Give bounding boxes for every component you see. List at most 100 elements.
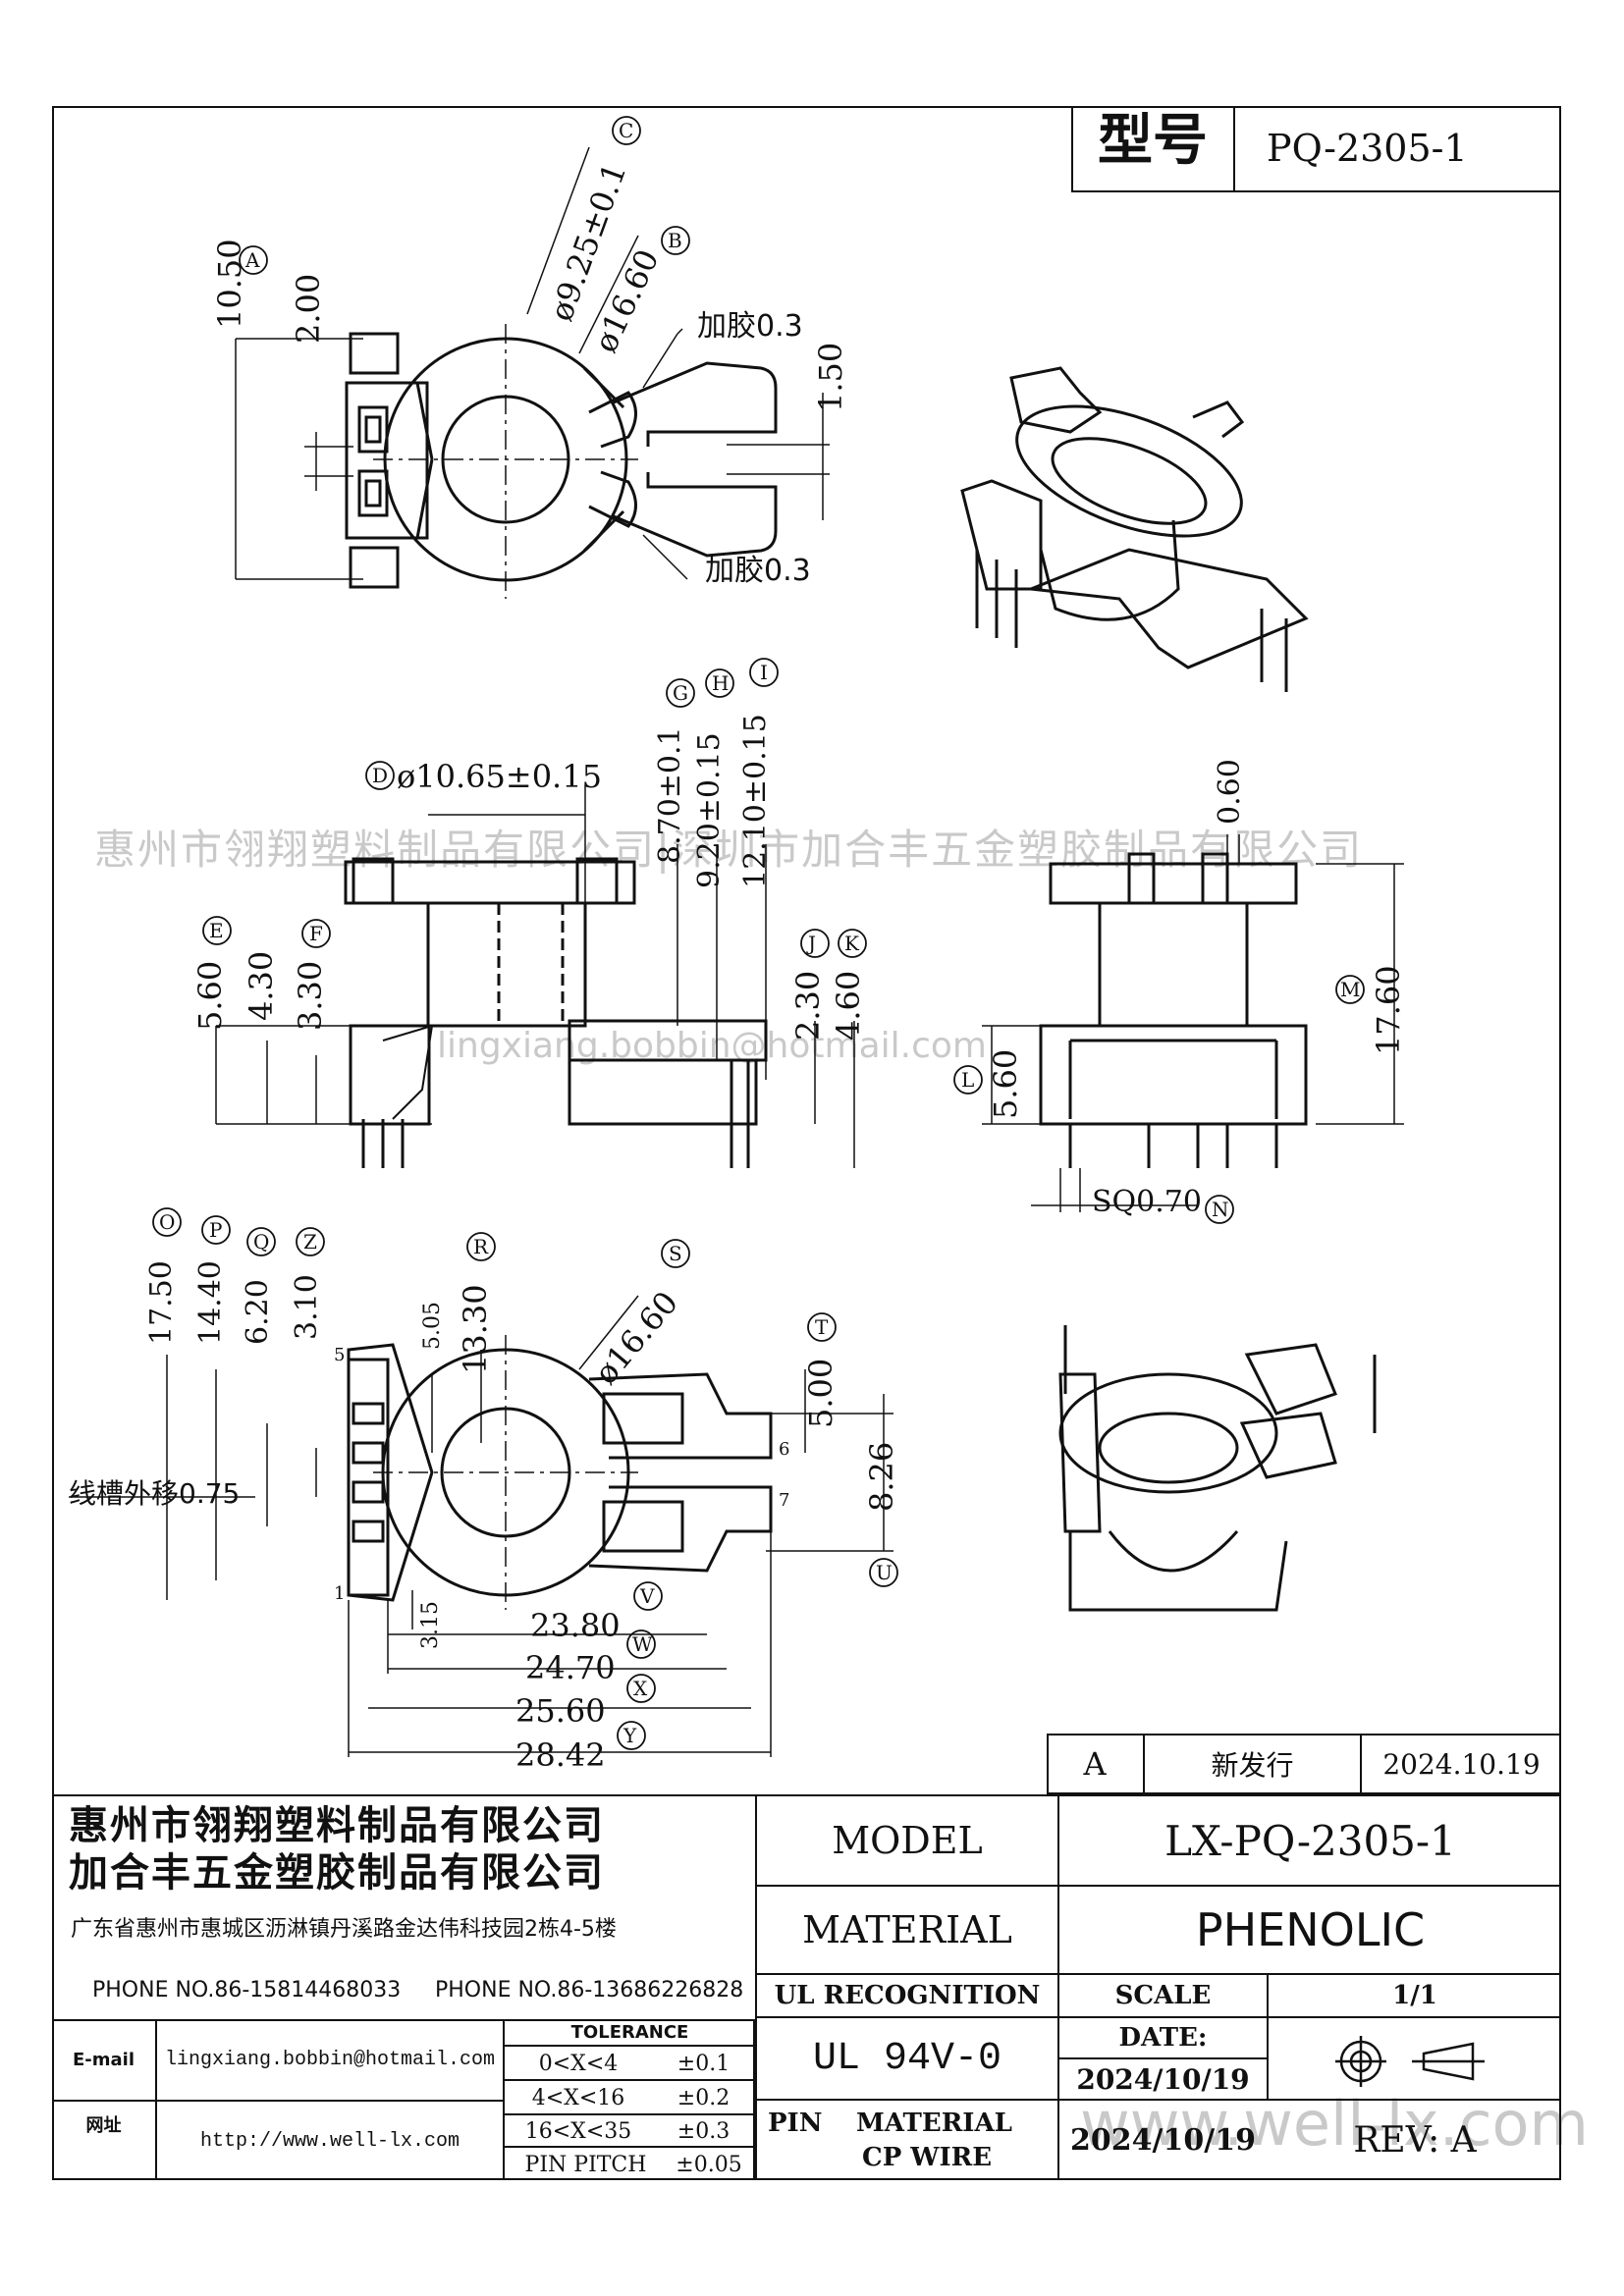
dim-u: 8.26 bbox=[863, 1441, 900, 1512]
circle-letter-h: H bbox=[712, 671, 730, 695]
dim-y: 28.42 bbox=[515, 1736, 606, 1774]
dim-f1: 4.30 bbox=[243, 950, 280, 1021]
dim-n: SQ0.70 bbox=[1092, 1185, 1202, 1219]
dim-g: 8.70±0.1 bbox=[653, 726, 687, 864]
company-name-1: 惠州市翎翔塑料制品有限公司 bbox=[69, 1803, 605, 1848]
spec-date-bottom: 2024/10/19 bbox=[1070, 2123, 1256, 2158]
circle-letter-z: Z bbox=[303, 1230, 317, 1254]
pin-5: 5 bbox=[334, 1345, 346, 1365]
tolerance-header: TOLERANCE bbox=[505, 2019, 755, 2047]
spec-date-label: DATE: bbox=[1118, 2023, 1208, 2053]
spec-hline-1 bbox=[755, 1885, 1561, 1887]
tol-row-4-value: ±0.05 bbox=[676, 2153, 742, 2177]
circle-letter-c: C bbox=[619, 119, 634, 142]
circle-letter-k: K bbox=[844, 932, 859, 955]
side-view bbox=[1039, 852, 1308, 1168]
circle-letter-j: J bbox=[808, 932, 817, 955]
dim-l: 5.60 bbox=[987, 1048, 1024, 1119]
dim-side-top: 0.60 bbox=[1213, 759, 1247, 825]
dim-505: 5.05 bbox=[420, 1302, 445, 1350]
spec-material-label: MATERIAL bbox=[802, 1908, 1012, 1951]
spec-ul-label: UL RECOGNITION bbox=[774, 1981, 1041, 2010]
tol-row-3-range: 16<X<35 bbox=[505, 2117, 652, 2148]
contact-grid bbox=[52, 2019, 755, 2180]
circle-letter-o: O bbox=[159, 1210, 176, 1234]
spec-ul-value: UL 94V-0 bbox=[812, 2036, 1002, 2081]
dim-v: 23.80 bbox=[530, 1607, 621, 1644]
tol-row-4-range: PIN PITCH bbox=[524, 2153, 647, 2177]
circle-letter-a: A bbox=[245, 248, 260, 272]
email-value: lingxiang.bobbin@hotmail.com bbox=[164, 2048, 496, 2071]
model-header-value: PQ-2305-1 bbox=[1267, 127, 1468, 170]
circle-letter-v: V bbox=[640, 1584, 655, 1608]
web-value: http://www.well-lx.com bbox=[199, 2129, 460, 2153]
dim-f: 3.30 bbox=[292, 960, 329, 1031]
spec-vline-3 bbox=[1267, 1973, 1269, 2016]
tol-row-3-value: ±0.3 bbox=[652, 2117, 755, 2148]
spec-vline-1 bbox=[755, 1794, 757, 2180]
tol-row-2-value: ±0.2 bbox=[652, 2083, 755, 2115]
tol-row-2-range: 4<X<16 bbox=[505, 2083, 652, 2115]
circle-letter-b: B bbox=[668, 229, 682, 252]
dim-315: 3.15 bbox=[418, 1601, 443, 1649]
dim-q: 6.20 bbox=[241, 1279, 275, 1345]
front-view bbox=[344, 857, 768, 1168]
spec-hline-2 bbox=[755, 1973, 1561, 1975]
slot-note: 线槽外移0.75 bbox=[69, 1477, 241, 1510]
circle-letter-y: Y bbox=[623, 1724, 637, 1747]
company-phone-2: PHONE NO.86-13686226828 bbox=[435, 1978, 744, 2002]
dim-r: 13.30 bbox=[457, 1284, 494, 1374]
circle-letter-u: U bbox=[876, 1561, 893, 1584]
spec-hline-5 bbox=[1057, 2057, 1267, 2059]
spec-vline-2 bbox=[1057, 1794, 1059, 2180]
dim-h: 9.20±0.15 bbox=[692, 732, 727, 888]
revision-row bbox=[1047, 1734, 1561, 1794]
pin-1: 1 bbox=[334, 1583, 346, 1604]
dim-p: 14.40 bbox=[193, 1260, 228, 1345]
spec-rev: REV: A bbox=[1353, 2120, 1477, 2161]
top-view bbox=[345, 332, 778, 589]
title-block bbox=[52, 1794, 1561, 2180]
dim-x: 25.60 bbox=[515, 1692, 606, 1730]
spec-pin-material-label: MATERIAL bbox=[856, 2109, 1012, 2138]
circle-letter-p: P bbox=[209, 1218, 223, 1242]
circle-letter-n: N bbox=[1212, 1198, 1229, 1221]
isometric-view-bottom bbox=[1058, 1325, 1377, 1612]
contact-div-h bbox=[52, 2100, 505, 2102]
revision-div2 bbox=[1360, 1734, 1362, 1794]
spec-vline-4 bbox=[1267, 2016, 1269, 2099]
circle-letter-i: I bbox=[760, 661, 768, 684]
circle-letter-e: E bbox=[209, 919, 224, 942]
pin-6: 6 bbox=[779, 1439, 790, 1460]
company-address: 广东省惠州市惠城区沥淋镇丹溪路金达伟科技园2栋4-5楼 bbox=[71, 1917, 617, 1942]
circle-letter-d: D bbox=[372, 764, 389, 787]
spec-pin-label: PIN bbox=[768, 2109, 823, 2138]
dim-k: 4.60 bbox=[830, 970, 867, 1041]
circle-letter-t: T bbox=[815, 1315, 829, 1339]
pin-7: 7 bbox=[779, 1490, 790, 1511]
revision-desc: 新发行 bbox=[1211, 1749, 1294, 1782]
revision-div1 bbox=[1143, 1734, 1145, 1794]
dim-a: 10.50 bbox=[211, 239, 248, 329]
company-phone-1: PHONE NO.86-15814468033 bbox=[92, 1978, 402, 2002]
dim-z: 3.10 bbox=[290, 1274, 324, 1340]
model-label-cn: 型号 bbox=[1098, 109, 1208, 173]
watermark-company: 惠州市翎翔塑料制品有限公司|深圳市加合丰五金塑胶制品有限公司 bbox=[94, 826, 1364, 874]
circle-letter-w: W bbox=[632, 1632, 653, 1656]
isometric-view-top bbox=[960, 366, 1309, 692]
spec-hline-4 bbox=[755, 2099, 1561, 2101]
circle-letter-m: M bbox=[1340, 978, 1361, 1001]
dim-j: 2.30 bbox=[789, 970, 827, 1041]
circle-letter-r: R bbox=[473, 1235, 489, 1258]
tol-row-1-value: ±0.1 bbox=[652, 2049, 755, 2081]
revision-rev: A bbox=[1083, 1745, 1107, 1783]
email-label: E-mail bbox=[72, 2049, 135, 2070]
spec-material-value: PHENOLIC bbox=[1195, 1903, 1426, 1956]
model-header-box bbox=[1071, 106, 1561, 192]
circle-letter-f: F bbox=[309, 922, 323, 945]
circle-letter-x: X bbox=[633, 1677, 648, 1700]
company-name-2: 加合丰五金塑胶制品有限公司 bbox=[69, 1850, 605, 1896]
dim-t: 5.00 bbox=[802, 1358, 839, 1428]
circle-letter-l: L bbox=[961, 1068, 975, 1092]
